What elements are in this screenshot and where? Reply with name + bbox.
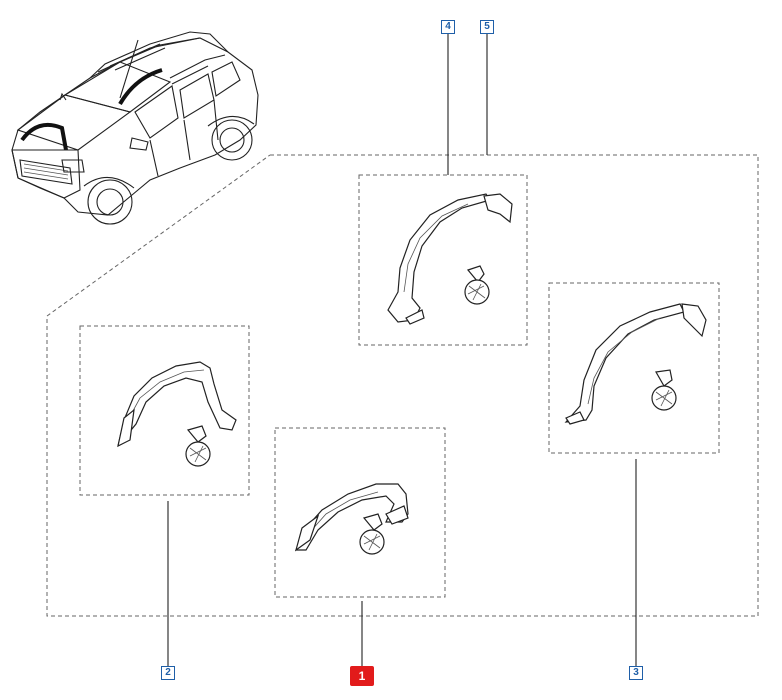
assembly-frame [46,154,759,617]
callout-part-5[interactable]: 5 [480,20,494,34]
wheel-arch-front-left [117,361,237,448]
leader-lines [167,34,637,666]
part-2-frame [79,325,250,496]
clip-pack-2 [185,425,211,467]
part-1-frame [274,427,446,598]
callout-part-3[interactable]: 3 [629,666,643,680]
part-4-frame [358,174,528,346]
callout-part-1[interactable]: 1 [350,666,374,686]
callout-part-4[interactable]: 4 [441,20,455,34]
clip-pack-4 [464,265,490,305]
callout-part-2[interactable]: 2 [161,666,175,680]
wheel-arch-rear-right [564,303,707,425]
clip-pack-1 [359,513,385,555]
part-3-frame [548,282,720,454]
wheel-arch-rear-left [387,193,513,325]
wheel-arch-front-right [294,483,409,552]
clip-pack-3 [651,369,677,411]
vehicle-illustration [11,31,259,225]
